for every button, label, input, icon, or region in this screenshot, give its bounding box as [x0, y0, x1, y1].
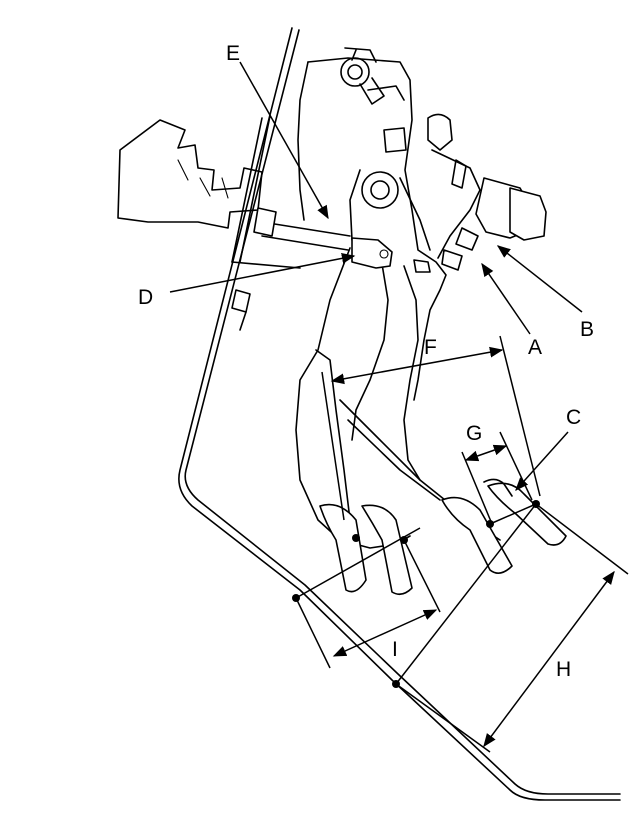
callout-labels: E D A B C F G H I [138, 42, 594, 681]
label-h: H [556, 658, 571, 681]
label-b: B [580, 318, 594, 341]
label-i: I [392, 638, 398, 661]
point-clutch-pad [352, 534, 360, 542]
adjuster-d [351, 237, 431, 273]
dimension-i [295, 527, 441, 669]
dimension-h [395, 503, 629, 753]
clutch-pedal [295, 247, 413, 596]
dash-bracket [117, 115, 271, 263]
point-clutch-pad-2 [400, 536, 408, 544]
push-rod [253, 207, 351, 251]
mounting-plate [297, 47, 447, 401]
label-d: D [138, 286, 153, 309]
reference-lines [395, 503, 537, 685]
measurement-points [292, 500, 540, 688]
label-c: C [566, 406, 581, 429]
dimension-f [321, 335, 541, 521]
point-floor-i [292, 594, 300, 602]
label-a: A [528, 336, 542, 359]
point-brake-pad [486, 520, 494, 528]
point-brake-top [532, 500, 540, 508]
brake-switch [427, 113, 547, 271]
lower-bracket [231, 261, 301, 331]
label-f: F [424, 336, 437, 359]
label-g: G [466, 422, 482, 445]
leader-lines [169, 61, 583, 492]
label-e: E [226, 42, 240, 65]
pivot-assembly [340, 57, 431, 251]
point-floor-h [392, 680, 400, 688]
